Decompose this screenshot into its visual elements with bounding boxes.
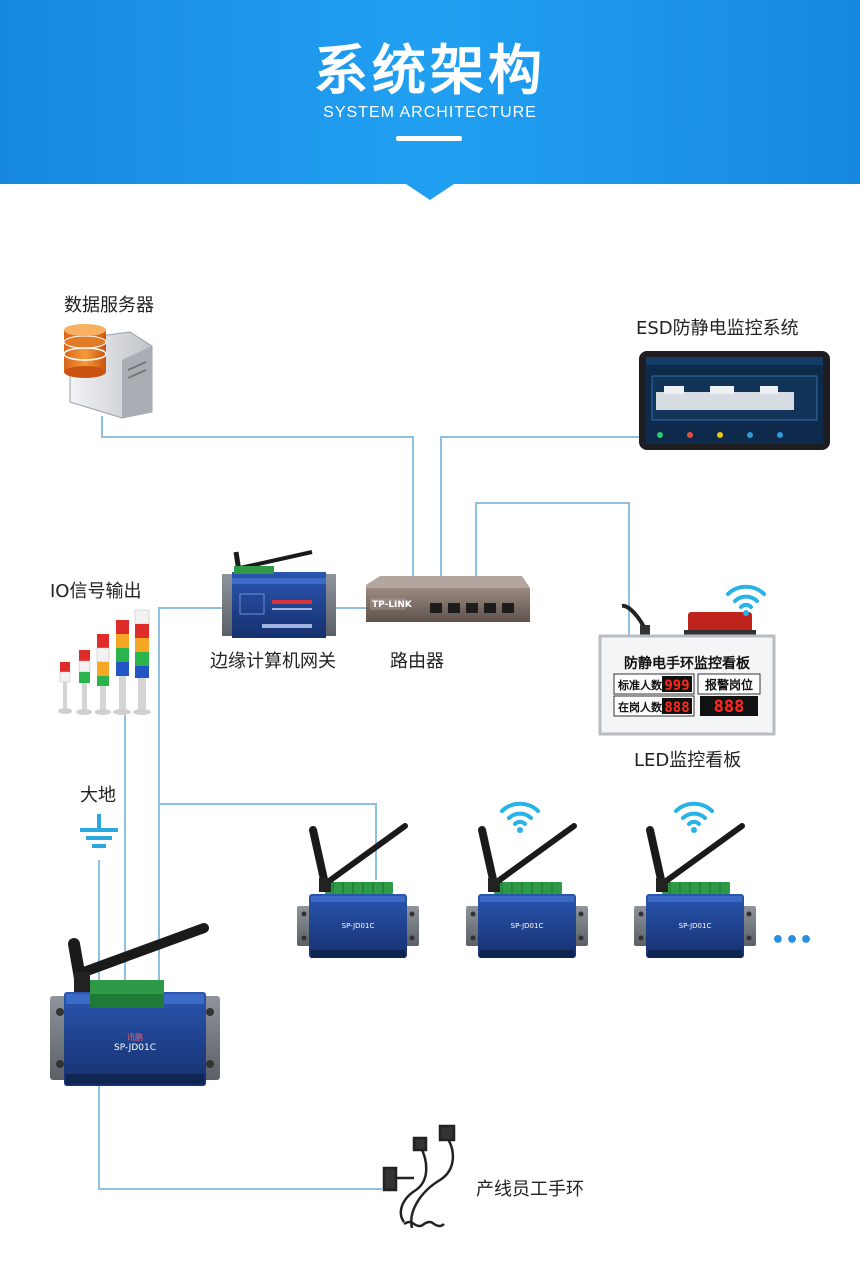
label-esd-system: ESD防静电监控系统: [636, 318, 799, 339]
banner-background: [0, 0, 860, 200]
line-router-led: [475, 502, 630, 640]
io-tower-lights-icon: [58, 609, 151, 715]
header-banner: 系统架构 SYSTEM ARCHITECTURE: [0, 0, 860, 200]
line-server-router: [101, 416, 414, 580]
ground-symbol-icon: [80, 814, 118, 848]
led-on-duty-label: 在岗人数: [618, 700, 663, 714]
main-device-brand: 讯鹏: [127, 1032, 143, 1042]
router-icon: TP-LINK: [366, 576, 530, 622]
wireless-device-2: SP-JD01C: [466, 826, 588, 958]
led-alarm-value: 888: [714, 697, 745, 717]
title-underline: [396, 136, 462, 141]
main-device-icon: 讯鹏 SP-JD01C: [50, 923, 220, 1086]
led-title: 防静电手环监控看板: [624, 655, 751, 672]
label-edge-gateway: 边缘计算机网关: [210, 651, 336, 672]
label-wristband: 产线员工手环: [476, 1179, 584, 1200]
wifi-icon-device2: [500, 801, 540, 835]
line-gateway-bus: [158, 607, 222, 995]
device1-model: SP-JD01C: [342, 922, 375, 930]
label-router: 路由器: [390, 651, 444, 672]
device2-model: SP-JD01C: [511, 922, 544, 930]
edge-gateway-icon: [222, 550, 336, 638]
label-ground: 大地: [80, 785, 116, 806]
label-data-server: 数据服务器: [64, 295, 154, 316]
line-bus-device1: [159, 803, 377, 880]
more-devices-ellipsis: •••: [771, 928, 813, 953]
data-server-icon: [63, 324, 153, 419]
esd-monitor-tablet-icon: [639, 351, 830, 450]
label-led-board: LED监控看板: [634, 750, 742, 771]
page-title: 系统架构: [314, 39, 546, 102]
led-standard-value: 999: [664, 678, 689, 694]
line-esd-router: [440, 436, 640, 580]
connection-lines: [98, 416, 640, 1190]
led-alarm-label: 报警岗位: [705, 677, 753, 692]
led-on-duty-value: 888: [664, 700, 689, 716]
page-subtitle: SYSTEM ARCHITECTURE: [323, 104, 537, 121]
led-board-icon: 防静电手环监控看板 标准人数 999 在岗人数 888 报警岗位 888: [598, 584, 776, 736]
main-device-model: SP-JD01C: [114, 1043, 156, 1053]
label-io-output: IO信号输出: [50, 581, 142, 602]
wireless-device-1: SP-JD01C: [297, 826, 419, 958]
line-device-wristband: [98, 1080, 382, 1190]
router-brand-label: TP-LINK: [372, 600, 413, 610]
led-standard-label: 标准人数: [617, 678, 663, 692]
wifi-icon-device3: [674, 801, 714, 835]
wireless-device-3: SP-JD01C: [634, 826, 756, 958]
wristband-icon: [382, 1124, 456, 1229]
device3-model: SP-JD01C: [679, 922, 712, 930]
